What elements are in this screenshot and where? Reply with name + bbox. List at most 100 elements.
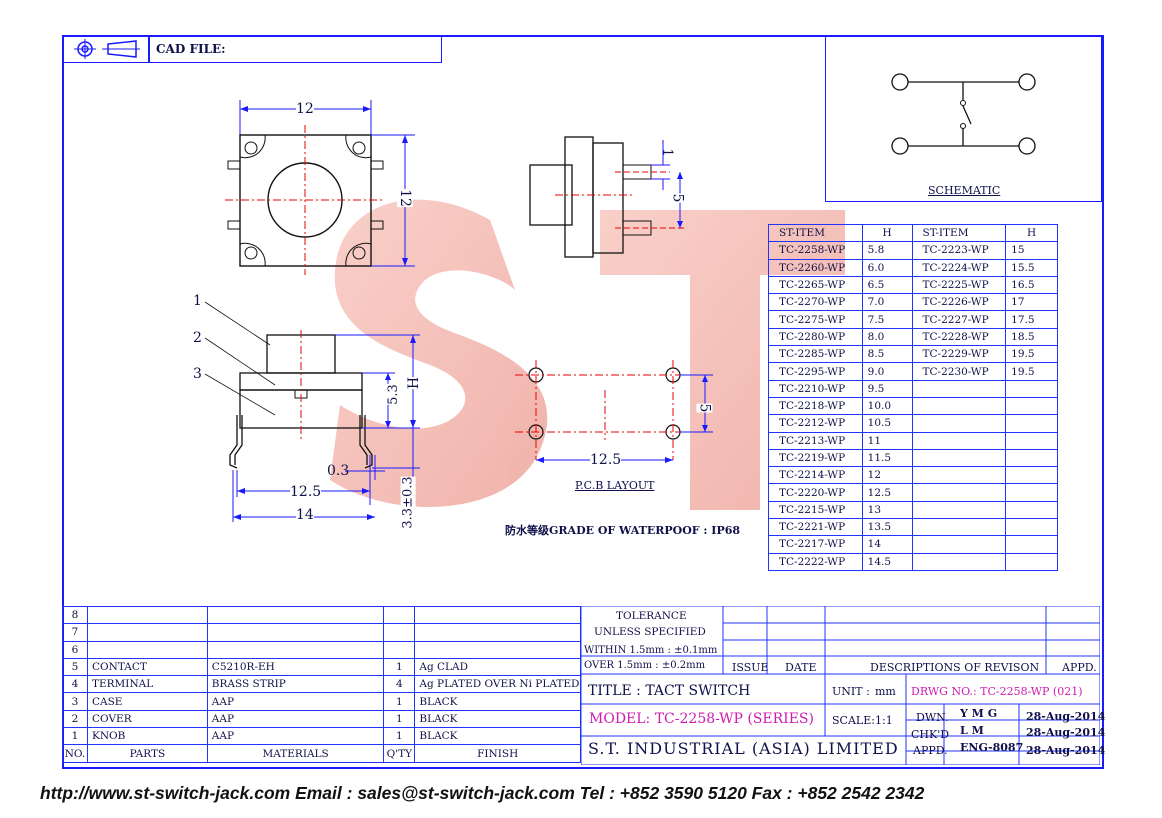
dim-front-14: 14 — [296, 507, 314, 523]
items-table-cell: TC-2222-WP — [768, 552, 863, 571]
items-table-cell: TC-2226-WP — [911, 293, 1007, 312]
callout-1: 1 — [193, 293, 202, 309]
schematic-label: SCHEMATIC — [928, 184, 1001, 197]
bom-header-cell: Q'TY — [383, 744, 416, 763]
projection-symbol-icon — [74, 39, 140, 59]
bom-cell: TERMINAL — [86, 675, 208, 694]
items-table-cell: 16.5 — [1005, 275, 1058, 295]
items-table-cell: 14.5 — [861, 552, 913, 571]
date-header: DATE — [785, 661, 817, 674]
callout-3: 3 — [193, 366, 202, 382]
items-table-cell: TC-2210-WP — [768, 379, 863, 398]
items-table-cell: TC-2219-WP — [768, 448, 863, 468]
items-table-cell — [911, 414, 1007, 433]
items-table-cell — [911, 431, 1007, 450]
items-table-cell — [911, 448, 1007, 468]
bom-cell: CONTACT — [86, 657, 208, 677]
bom-cell: Ag PLATED OVER Ni PLATED — [414, 675, 581, 694]
title-block — [581, 606, 1100, 765]
dim-top-width: 12 — [296, 101, 314, 117]
unit-label: UNIT : — [832, 685, 870, 698]
bom-cell: AAP — [206, 692, 385, 711]
items-table-cell — [911, 483, 1007, 502]
dim-side-1: 1 — [659, 148, 675, 157]
items-table-cell: 13 — [861, 500, 913, 520]
items-table-cell: 10.5 — [861, 414, 913, 433]
pcb-layout-label: P.C.B LAYOUT — [575, 479, 655, 492]
scale-label: SCALE: — [832, 714, 875, 727]
items-table-cell: TC-2225-WP — [911, 275, 1007, 295]
items-table-cell: 7.0 — [861, 293, 913, 312]
dim-front-125: 12.5 — [290, 484, 322, 500]
contact-footer: http://www.st-switch-jack.com Email : sa… — [40, 783, 925, 803]
items-table-cell: TC-2213-WP — [768, 431, 863, 450]
items-table-cell: 11.5 — [861, 448, 913, 468]
bom-cell: 7 — [62, 623, 88, 642]
bom-row: 6 — [62, 640, 581, 659]
items-table-cell: TC-2260-WP — [768, 258, 863, 277]
items-table-cell — [911, 466, 1007, 485]
cad-header — [62, 35, 442, 63]
bom-cell: 4 — [62, 675, 88, 694]
chkd-label: CHK'D — [911, 728, 950, 741]
schematic-box — [825, 35, 1102, 202]
items-table-cell: TC-2295-WP — [768, 362, 863, 381]
dim-pcb-5: 5 — [696, 403, 713, 413]
items-table-cell — [911, 396, 1007, 416]
bom-cell — [206, 640, 385, 659]
items-table-cell: TC-2228-WP — [911, 327, 1007, 347]
bom-cell: 3 — [62, 692, 88, 711]
dwn-date: 28-Aug-2014 — [1026, 710, 1106, 723]
bom-cell: 1 — [62, 727, 88, 746]
bom-cell — [86, 623, 208, 642]
items-table-cell: TC-2215-WP — [768, 500, 863, 520]
issue-header: ISSUE — [732, 661, 769, 674]
bom-cell: 2 — [62, 709, 88, 729]
items-table-cell: 10.0 — [861, 396, 913, 416]
dim-front-33: 3.3±0.3 — [400, 476, 416, 529]
bom-header-cell: PARTS — [86, 744, 208, 763]
dwn-label: DWN. — [916, 711, 949, 724]
items-table-cell: TC-2214-WP — [768, 466, 863, 485]
items-table-cell: 8.5 — [861, 345, 913, 364]
items-table-cell: TC-2221-WP — [768, 518, 863, 537]
bom-cell: AAP — [206, 709, 385, 729]
items-table-cell: 17.5 — [1005, 310, 1058, 329]
items-table-cell — [1005, 379, 1058, 398]
items-table-cell: 13.5 — [861, 518, 913, 537]
bom-header-cell: NO. — [62, 744, 88, 763]
items-table-cell: 9.0 — [861, 362, 913, 381]
items-table-header-cell: H — [1005, 223, 1058, 243]
waterproof-grade: 防水等级GRADE OF WATERPOOF : IP68 — [505, 524, 741, 537]
bom-cell — [206, 623, 385, 642]
items-table-cell: 15.5 — [1005, 258, 1058, 277]
bom-row: 7 — [62, 623, 581, 642]
bom-cell: 5 — [62, 657, 88, 677]
items-table-cell: 6.5 — [861, 275, 913, 295]
bom-cell — [86, 605, 208, 625]
unit-value: mm — [875, 685, 896, 698]
bom-cell: Ag CLAD — [414, 657, 581, 677]
items-table-cell: TC-2223-WP — [911, 241, 1007, 260]
bom-cell — [383, 640, 416, 659]
dwn-value: Y M G — [960, 707, 998, 720]
